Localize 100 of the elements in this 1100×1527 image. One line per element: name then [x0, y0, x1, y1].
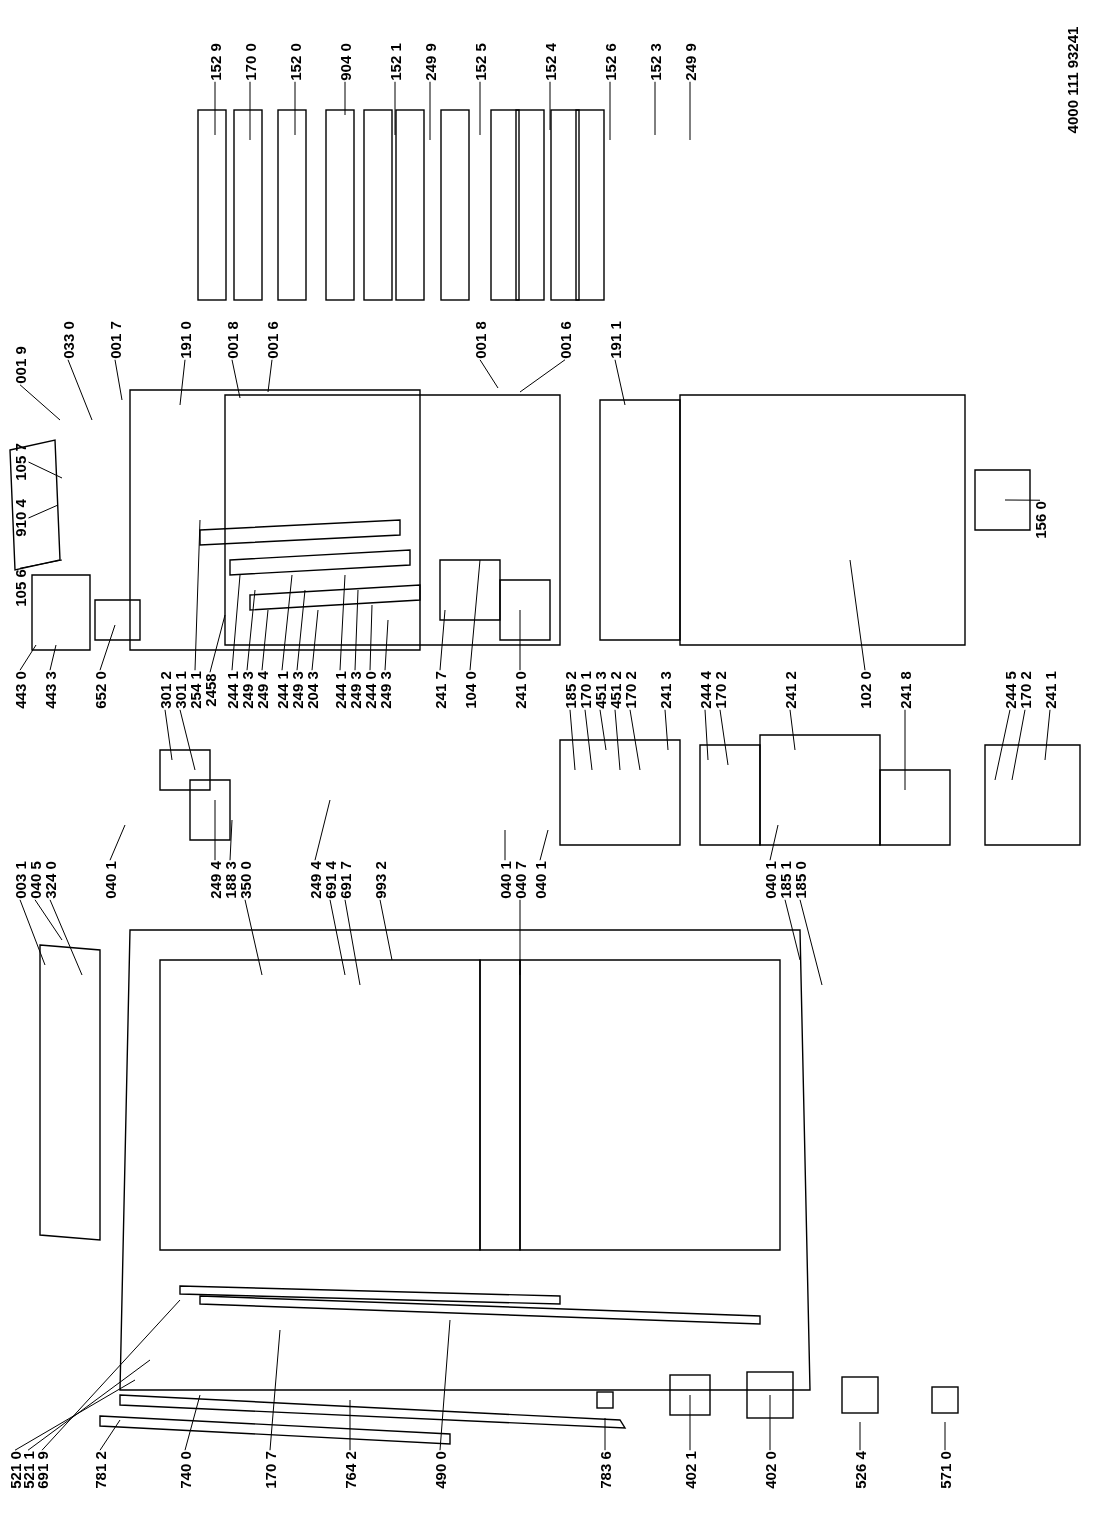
callout-number: 191 1 [607, 321, 623, 359]
callout-number: 185 2 [562, 671, 578, 709]
leader-line [769, 1394, 771, 1451]
callout-number: 001 6 [557, 321, 573, 359]
callout-number: 170 7 [262, 1451, 278, 1489]
callout-number: 241 1 [1042, 671, 1058, 709]
callout-number: 040 7 [512, 861, 528, 899]
leader-line [349, 1399, 351, 1451]
callout-number: 033 0 [60, 321, 76, 359]
leader-line [689, 1394, 691, 1451]
callout-number: 324 0 [42, 861, 58, 899]
callout-number: 040 1 [497, 861, 513, 899]
callout-number: 402 0 [762, 1451, 778, 1489]
leader-line [281, 574, 293, 671]
callout-number: 904 0 [337, 43, 353, 81]
callout-number: 571 0 [937, 1451, 953, 1489]
leader-line [704, 709, 709, 761]
leader-line [394, 81, 396, 136]
leader-line [249, 81, 251, 141]
callout-number: 451 3 [592, 671, 608, 709]
callout-number: 102 0 [857, 671, 873, 709]
callout-number: 249 4 [307, 861, 323, 899]
callout-number: 993 2 [372, 861, 388, 899]
callout-number: 301 2 [157, 671, 173, 709]
leader-line [629, 709, 641, 771]
callout-number: 244 4 [697, 671, 713, 709]
leader-line [267, 359, 273, 393]
callout-number: 691 7 [337, 861, 353, 899]
leader-line [569, 709, 576, 771]
leader-line [246, 589, 256, 671]
leader-line [479, 359, 499, 389]
leader-line [584, 709, 593, 771]
leader-line [19, 899, 46, 966]
part-number-label: 4000 111 93241 [1064, 26, 1080, 134]
leader-line [344, 899, 361, 986]
callout-number: 249 4 [207, 861, 223, 899]
leader-line [1044, 709, 1051, 761]
leader-line [354, 589, 359, 671]
callout-number: 001 7 [107, 321, 123, 359]
callout-number: 490 0 [432, 1451, 448, 1489]
leader-line [99, 1419, 121, 1451]
callout-number: 443 0 [12, 671, 28, 709]
callout-number: 249 4 [254, 671, 270, 709]
leader-line [379, 899, 393, 961]
leader-line [1011, 709, 1026, 781]
leader-line [34, 899, 63, 941]
leader-line [14, 1379, 136, 1451]
callout-number: 244 1 [332, 671, 348, 709]
leader-line [49, 644, 57, 671]
callout-number: 443 3 [42, 671, 58, 709]
leader-line [1004, 499, 1041, 501]
callout-number: 244 1 [274, 671, 290, 709]
callout-number: 402 1 [682, 1451, 698, 1489]
callout-number: 191 0 [177, 321, 193, 359]
leader-line [504, 829, 506, 861]
leader-line [609, 81, 611, 141]
leader-line [231, 359, 241, 399]
leader-line [27, 1359, 151, 1451]
callout-number: 152 0 [287, 43, 303, 81]
leader-line [789, 709, 796, 751]
leader-line [784, 899, 801, 961]
callout-number: 244 0 [362, 671, 378, 709]
callout-number: 188 3 [222, 861, 238, 899]
callout-number: 521 0 [7, 1451, 23, 1489]
leader-line [664, 709, 669, 751]
leader-line [614, 359, 626, 406]
callout-number: 001 9 [12, 346, 28, 384]
leader-line [519, 359, 566, 393]
leader-line [604, 1417, 606, 1451]
callout-number: 249 3 [377, 671, 393, 709]
callout-number: 254 1 [187, 671, 203, 709]
leader-line [269, 1329, 281, 1451]
leader-line [519, 899, 521, 976]
leader-line [179, 359, 186, 406]
leader-line [244, 899, 263, 976]
callout-number: 001 8 [224, 321, 240, 359]
leader-line [28, 504, 59, 519]
leader-line [539, 829, 549, 861]
callout-number: 241 3 [657, 671, 673, 709]
leader-line [339, 574, 346, 671]
callout-number: 204 3 [304, 671, 320, 709]
leader-line [769, 824, 779, 861]
callout-number: 350 0 [237, 861, 253, 899]
leader-line [469, 559, 481, 671]
leader-line [209, 614, 226, 673]
callout-number: 526 4 [852, 1451, 868, 1489]
leader-line [296, 589, 306, 671]
leader-line [429, 81, 431, 141]
callout-number: 170 2 [622, 671, 638, 709]
callout-number: 040 1 [762, 861, 778, 899]
callout-number: 910 4 [12, 499, 28, 537]
callout-number: 691 9 [34, 1451, 50, 1489]
leader-line [41, 1299, 181, 1451]
callout-number: 170 2 [712, 671, 728, 709]
callout-number: 652 0 [92, 671, 108, 709]
leader-line [19, 384, 61, 421]
callout-number: 170 1 [577, 671, 593, 709]
callout-number: 152 9 [207, 43, 223, 81]
leader-line [519, 609, 521, 671]
leader-line [179, 709, 196, 771]
